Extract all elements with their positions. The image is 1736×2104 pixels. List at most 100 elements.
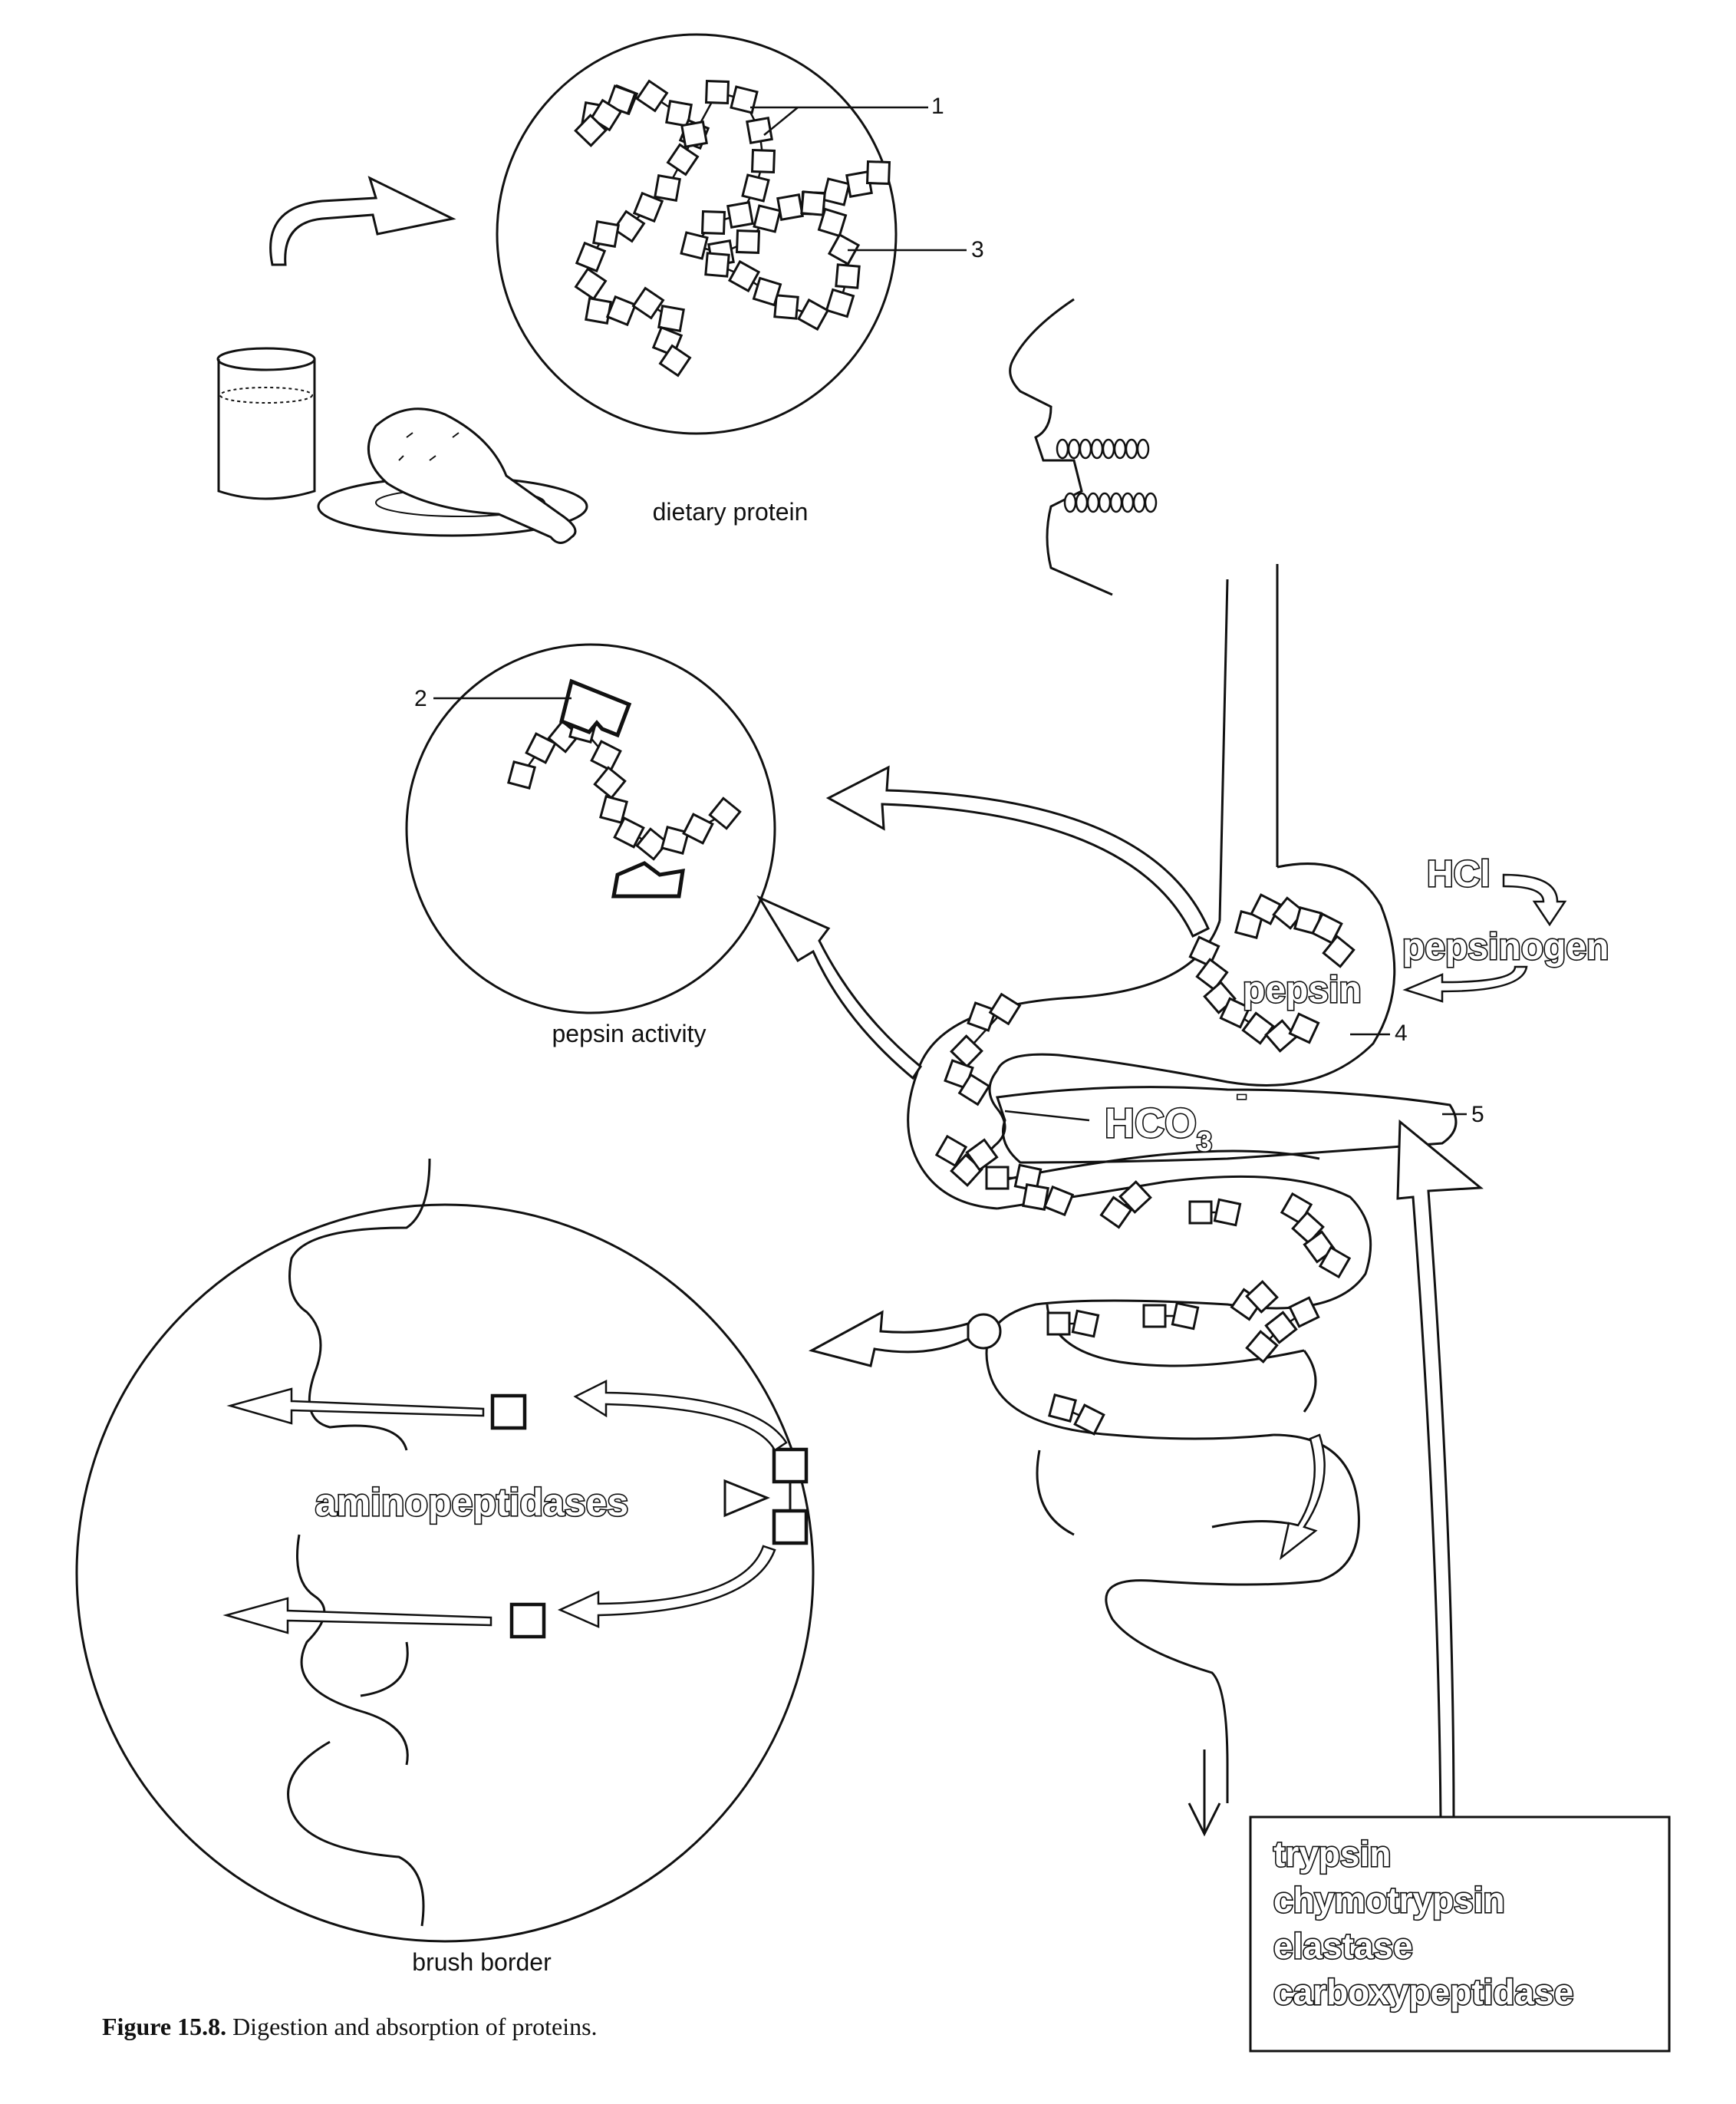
amino-acid-residue <box>1288 1296 1320 1328</box>
amino-acid-residue <box>746 117 773 144</box>
amino-acid-residue <box>776 193 804 221</box>
lower-tooth <box>1121 492 1135 513</box>
amino-acid-residue <box>574 114 608 147</box>
amino-acid-residue <box>605 295 637 327</box>
aminopeptidases-label: aminopeptidases <box>315 1481 628 1524</box>
amino-acid-residue <box>1245 1330 1279 1364</box>
amino-acid-residue <box>658 344 692 378</box>
amino-acid-residue <box>865 160 891 186</box>
callout-4: 4 <box>1395 1021 1408 1046</box>
callout-5: 5 <box>1471 1102 1484 1127</box>
amino-acid-residue <box>934 1134 968 1168</box>
amino-acid-residue <box>574 267 608 301</box>
amino-acid-residue <box>612 209 646 243</box>
microvilli <box>287 1158 431 1927</box>
amino-acid-residue <box>753 204 782 233</box>
absorption-arrow-top <box>226 1387 485 1425</box>
dipeptide-residue <box>774 1511 806 1543</box>
protein-chain <box>574 79 891 378</box>
amino-acid-residue <box>730 85 759 114</box>
amino-acid-residue <box>817 207 848 238</box>
pepsin-activity-circle <box>405 643 776 1014</box>
amino-acid-residue <box>1043 1185 1075 1217</box>
amino-acid-residue <box>1171 1301 1200 1331</box>
aminopeptidase-triangle <box>723 1479 770 1518</box>
residue-release-arrow-bottom <box>557 1545 776 1628</box>
dietary-protein-circle <box>496 33 898 435</box>
gut-peptides <box>934 893 1356 1436</box>
dipeptide-residue <box>774 1449 806 1482</box>
face-profile <box>1009 298 1158 596</box>
amino-acid-residue <box>635 79 669 113</box>
amino-acid-residue <box>585 297 612 325</box>
pancreatic-enzyme-box: trypsin chymotrypsin elastase carboxypep… <box>1249 1815 1671 2053</box>
upper-tooth <box>1090 438 1104 460</box>
teeth <box>1056 438 1158 513</box>
upper-tooth <box>1113 438 1127 460</box>
amino-acid-residue <box>525 732 557 764</box>
amino-acid-residue <box>1318 1245 1352 1279</box>
amino-acid-residue <box>950 1034 983 1068</box>
dietary-protein-panel: 1 3 dietary protein <box>496 33 984 526</box>
amino-acid-residue <box>1245 1280 1279 1314</box>
amino-acid-residue <box>1188 935 1220 968</box>
lower-tooth <box>1109 492 1123 513</box>
food-illustration <box>216 347 588 544</box>
amino-acid-residue <box>1322 935 1356 968</box>
amino-acid-residue <box>660 826 690 855</box>
amino-acid <box>492 1396 525 1428</box>
amino-acid-residue <box>1188 1200 1213 1225</box>
amino-acid-residue <box>965 1138 999 1172</box>
amino-acid-residue <box>680 231 709 260</box>
amino-acid-residue <box>1071 1309 1100 1338</box>
amino-acid-residue <box>1264 1019 1298 1053</box>
amino-acid-residue <box>593 766 627 800</box>
pepsin-enzyme-top <box>559 678 632 738</box>
callout-1: 1 <box>931 94 944 119</box>
amino-acid-residue <box>1048 1393 1077 1423</box>
amino-acid-residue <box>735 229 761 255</box>
lower-tooth <box>1132 492 1146 513</box>
amino-acid-residue <box>1219 997 1251 1029</box>
amino-acid-residue <box>727 259 761 293</box>
amino-acid-residue <box>1046 1311 1071 1336</box>
absorption-arrow-bottom <box>222 1597 492 1634</box>
intestine-to-brush-border-arrow <box>808 1310 970 1367</box>
amino-acid-residue <box>773 294 799 320</box>
amino-acid-residue <box>741 173 770 203</box>
amino-acid-residue <box>1118 1180 1152 1214</box>
pepsin-enzyme-bottom <box>611 861 685 899</box>
ingestion-arrow <box>269 176 456 266</box>
amino-acid-residue <box>613 816 645 849</box>
pepsin-activity-label: pepsin activity <box>552 1020 707 1047</box>
pepsin-cleaved-chain <box>507 714 742 861</box>
amino-acid-residue <box>985 1166 1010 1190</box>
pancreatic-enzyme-arrow <box>1396 1119 1484 1820</box>
amino-acid-residue <box>632 191 664 223</box>
enzyme-trypsin: trypsin <box>1273 1834 1391 1874</box>
brush-border-circle <box>75 1203 815 1943</box>
upper-tooth <box>1067 438 1081 460</box>
bicarbonate-charge: - <box>1237 1078 1247 1112</box>
amino-acid-residue <box>1073 1403 1105 1436</box>
amino-acid-residue <box>796 298 830 331</box>
stomach-to-pepsin-arrow-2 <box>756 895 922 1080</box>
gi-tract <box>907 564 1458 1837</box>
amino-acid-residue <box>1213 1198 1242 1227</box>
pepsin-activity-panel: 2 pepsin activity <box>405 643 776 1047</box>
figure-caption-text: Digestion and absorption of proteins. <box>226 2013 597 2040</box>
enzyme-elastase: elastase <box>1273 1926 1413 1966</box>
amino-acid-residue <box>957 1073 991 1106</box>
brush-border-panel: aminopeptidases brush border <box>75 1158 815 1976</box>
amino-acid-residue <box>704 79 730 105</box>
colon-flow-arrow <box>1280 1433 1326 1561</box>
callout-3: 3 <box>971 237 984 262</box>
amino-acid-residue <box>827 232 861 266</box>
amino-acid-residue <box>800 190 826 216</box>
residue-release-arrow-top <box>573 1379 788 1452</box>
figure-number: Figure 15.8. <box>102 2013 226 2040</box>
amino-acid-residue <box>700 209 726 236</box>
amino-acid-residue <box>1264 1311 1298 1344</box>
bicarbonate-label: HCO3 <box>1105 1100 1212 1157</box>
